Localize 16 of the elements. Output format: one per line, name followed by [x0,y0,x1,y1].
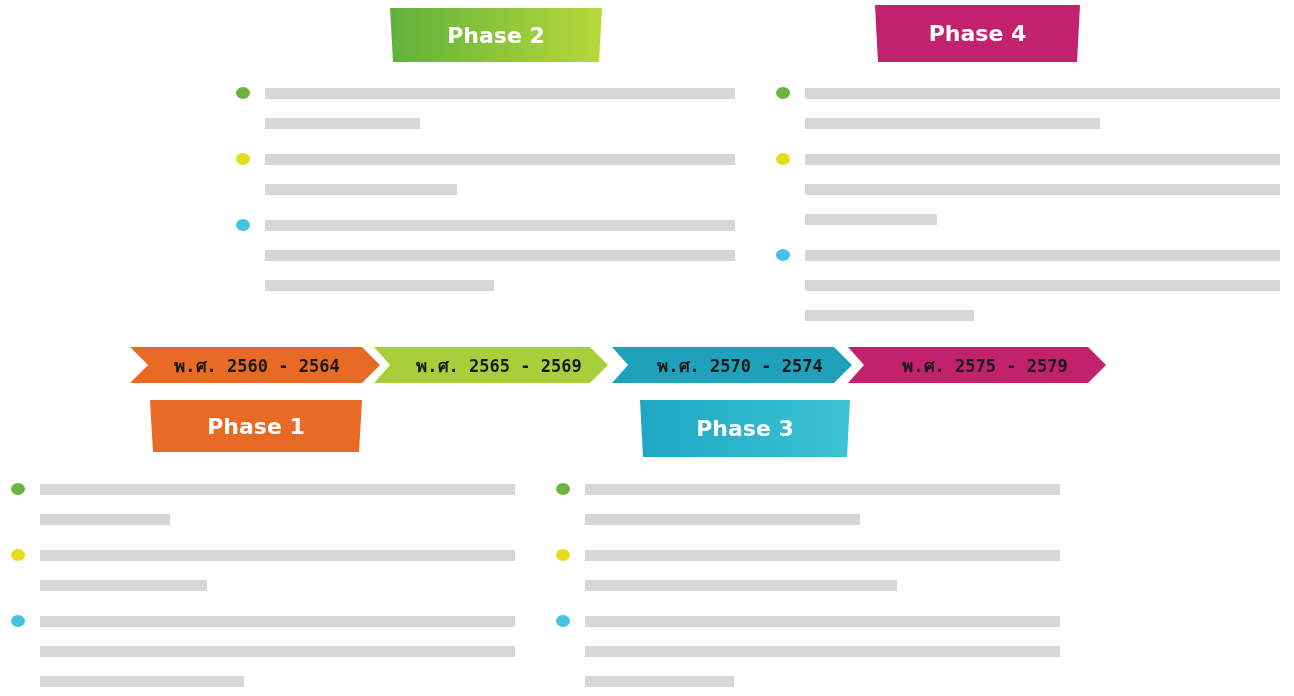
period-band [130,347,380,383]
period-band [612,347,852,383]
phase-banner [150,400,362,452]
phase-title: Phase 2 [447,22,545,48]
period-band [374,347,608,383]
period-band [848,347,1106,383]
phase-title: Phase 1 [207,413,305,439]
period-label: พ.ศ. 2565 - 2569 [416,354,582,378]
period-label: พ.ศ. 2560 - 2564 [174,354,340,378]
period-label: พ.ศ. 2575 - 2579 [902,354,1068,378]
phase-title: Phase 4 [928,21,1027,46]
phase-title: Phase 3 [696,416,794,441]
period-label: พ.ศ. 2570 - 2574 [657,354,823,378]
phase-banner [390,8,602,62]
phase-banner [875,5,1080,62]
phase-banner [640,400,850,457]
